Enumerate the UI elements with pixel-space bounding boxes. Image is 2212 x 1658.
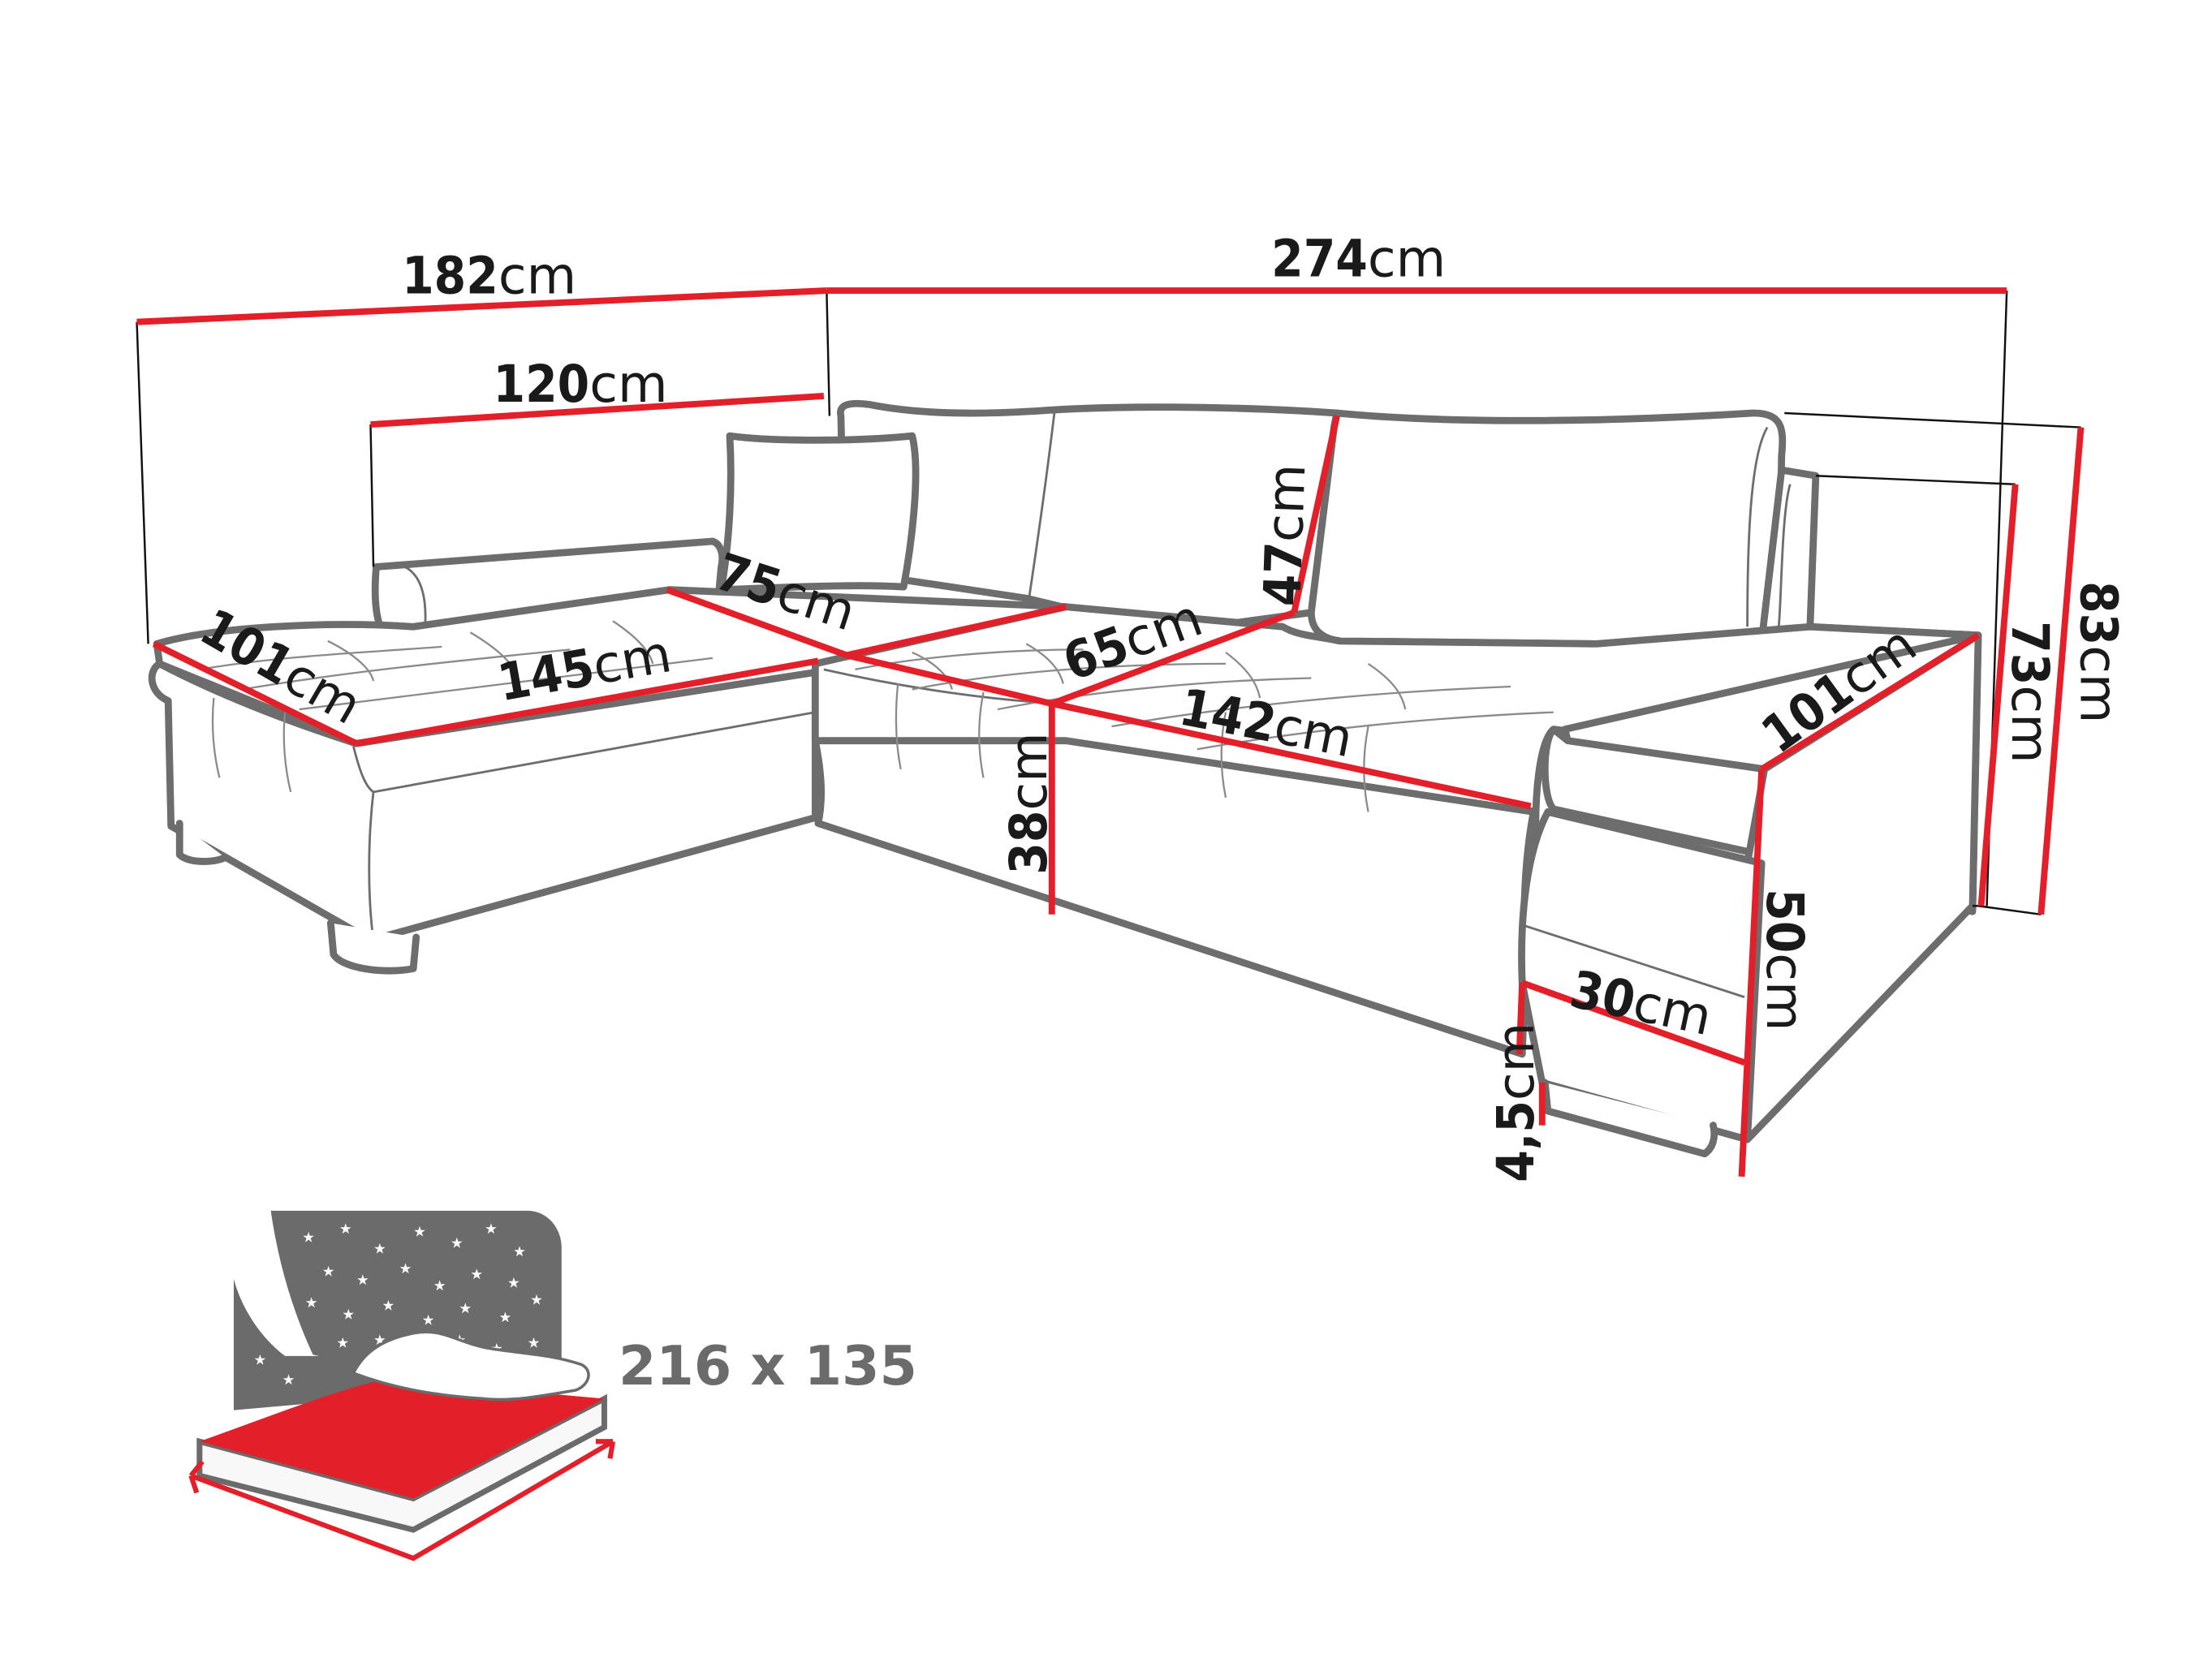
dim-line-4-5 xyxy=(1516,982,1546,1126)
dim-line-75 xyxy=(666,586,848,659)
svg-text:★: ★ xyxy=(356,1273,369,1289)
backrest-seam xyxy=(1028,410,1056,599)
chaise-cushion-front xyxy=(352,711,816,794)
dim-line-50 xyxy=(1738,769,1766,1177)
label-120: 120cm xyxy=(494,354,668,414)
label-73: 73cm xyxy=(2000,621,2060,763)
svg-text:★: ★ xyxy=(470,1267,483,1283)
seat-tufting xyxy=(199,620,1554,812)
dim-line-142 xyxy=(1050,700,1532,810)
svg-text:★: ★ xyxy=(262,1318,275,1334)
svg-text:★: ★ xyxy=(302,1230,315,1246)
dim-line-101-right xyxy=(1760,632,1981,773)
corner-sofa-drawing xyxy=(148,399,1982,1158)
dimension-lines xyxy=(136,287,2085,1177)
bed-with-night-sky-icon: ★★★ ★★★ ★★★ ★★★ ★★★ ★★★ ★★★ ★★★ ★★★ ★★ 2… xyxy=(188,1210,917,1561)
stars: ★★★ ★★★ ★★★ ★★★ ★★★ ★★★ ★★★ ★★★ ★★★ ★★ xyxy=(254,1221,543,1389)
svg-text:★: ★ xyxy=(339,1221,352,1238)
label-83: 83cm xyxy=(2068,581,2128,723)
svg-text:★: ★ xyxy=(485,1221,498,1238)
svg-text:★: ★ xyxy=(413,1224,426,1240)
svg-text:★: ★ xyxy=(342,1307,355,1323)
dim-line-101-left xyxy=(152,640,358,747)
armrest-base-divider xyxy=(1524,924,1745,998)
svg-text:★: ★ xyxy=(254,1352,267,1368)
svg-text:★: ★ xyxy=(513,1244,526,1260)
dim-line-65 xyxy=(1050,609,1296,707)
svg-text:★: ★ xyxy=(382,1298,395,1315)
svg-text:★: ★ xyxy=(530,1293,543,1309)
svg-text:★: ★ xyxy=(499,1310,512,1326)
svg-text:★: ★ xyxy=(322,1264,335,1281)
svg-text:★: ★ xyxy=(422,1312,435,1329)
label-182: 182cm xyxy=(402,246,576,306)
dim-line-30 xyxy=(1520,980,1746,1066)
svg-text:★: ★ xyxy=(373,1242,386,1258)
size-arrow xyxy=(188,1439,616,1561)
svg-text:★: ★ xyxy=(459,1301,472,1317)
throw-pillow xyxy=(718,432,920,594)
label-38: 38cm xyxy=(998,732,1059,874)
svg-text:★: ★ xyxy=(399,1261,412,1277)
svg-text:★: ★ xyxy=(282,1372,295,1389)
label-274: 274cm xyxy=(1271,229,1446,289)
dim-line-65-front xyxy=(846,652,1053,707)
label-142: 142cm xyxy=(1175,677,1357,769)
right-armrest-back-inner xyxy=(1777,484,1792,627)
backrest-left-cushion xyxy=(837,399,1341,636)
dim-line-75-back xyxy=(846,603,1067,659)
sleeping-area-label: 216 x 135 xyxy=(619,1334,917,1397)
svg-text:★: ★ xyxy=(305,1295,318,1311)
pillows xyxy=(351,1330,590,1402)
dim-line-47 xyxy=(1291,415,1340,614)
dim-line-182 xyxy=(136,287,827,325)
label-30: 30cm xyxy=(1565,958,1717,1047)
svg-text:★: ★ xyxy=(451,1236,464,1252)
chaise-base-edge xyxy=(368,791,375,941)
label-4-5: 4,5cm xyxy=(1485,1023,1546,1182)
leg-front-right xyxy=(1541,1079,1718,1158)
svg-text:★: ★ xyxy=(528,1335,541,1351)
dim-line-145 xyxy=(356,657,819,747)
mattress-top xyxy=(199,1378,605,1499)
svg-text:★: ★ xyxy=(336,1335,349,1351)
svg-text:★: ★ xyxy=(433,1278,446,1294)
dim-line-120 xyxy=(370,392,825,428)
armrest-base-front xyxy=(1518,808,1766,1143)
dim-line-73 xyxy=(1977,484,2019,907)
label-47: 47cm xyxy=(1252,463,1317,607)
svg-text:★: ★ xyxy=(507,1276,520,1292)
leg-back-left xyxy=(175,820,229,865)
dim-line-83 xyxy=(2037,427,2085,915)
backrest-right-cushion xyxy=(1307,409,1787,648)
backrest-right-inner xyxy=(1746,426,1769,627)
curtain-curve xyxy=(233,1279,320,1356)
label-50: 50cm xyxy=(1755,889,1815,1031)
leg-front-left xyxy=(326,919,420,975)
